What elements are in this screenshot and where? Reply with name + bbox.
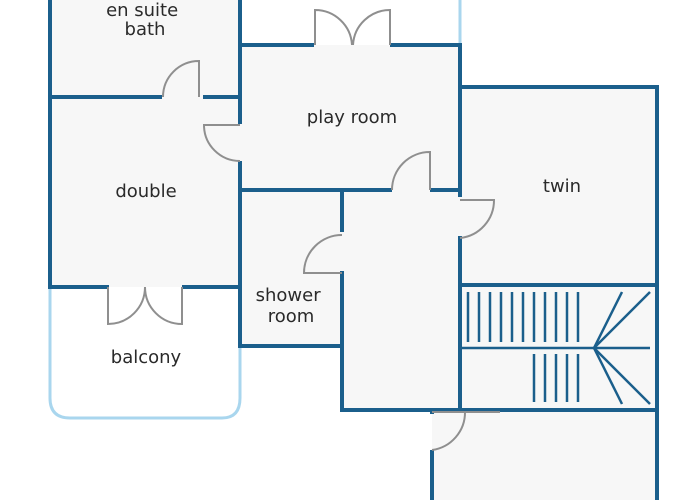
double-floor: [50, 97, 240, 287]
upper-flight: [466, 292, 580, 342]
playroom-hall-door[interactable]: [391, 150, 431, 191]
double-label: double: [115, 181, 176, 202]
room-labels: en suite bath play room double twin show…: [106, 0, 581, 368]
shower-room-label: shower room: [256, 285, 327, 327]
hall-floor: [342, 190, 460, 410]
winder-tread: [593, 347, 651, 405]
shower-room-label-line-2: room: [268, 306, 315, 327]
balcony-outline: [48, 287, 242, 420]
terrace-door-left[interactable]: [314, 8, 353, 46]
twin-label: twin: [543, 176, 581, 197]
walls: [48, 0, 659, 500]
balcony-door-right[interactable]: [144, 286, 183, 326]
en-suite-bath-label-line-2: bath: [125, 19, 166, 40]
winder-tread: [592, 347, 624, 405]
terrace-door-right[interactable]: [352, 8, 391, 46]
shower-room-door[interactable]: [302, 234, 343, 274]
bottom-room-door[interactable]: [431, 411, 467, 451]
balcony-door-left[interactable]: [107, 286, 146, 326]
ensuite-door[interactable]: [162, 59, 200, 98]
bottom-room-floor: [432, 410, 657, 500]
balcony-label: balcony: [111, 347, 182, 368]
room-fills: [50, 0, 657, 500]
twin-door[interactable]: [459, 199, 496, 239]
double-door-to-playroom[interactable]: [202, 124, 241, 162]
doors: [107, 8, 500, 451]
en-suite-bath-label-line-1: en suite: [106, 0, 178, 21]
staircase: [460, 291, 651, 405]
shower-room-floor: [240, 190, 342, 346]
en-suite-bath-floor: [50, 0, 240, 97]
shower-room-label-line-1: shower: [256, 285, 322, 306]
lower-flight: [532, 354, 580, 402]
winder-tread: [593, 291, 651, 349]
en-suite-bath-label: en suite bath: [106, 0, 184, 40]
play-room-floor: [240, 45, 460, 190]
winder-tread: [592, 291, 624, 349]
twin-floor: [460, 87, 657, 285]
winder-steps: [592, 291, 651, 405]
play-room-label: play room: [307, 107, 397, 128]
